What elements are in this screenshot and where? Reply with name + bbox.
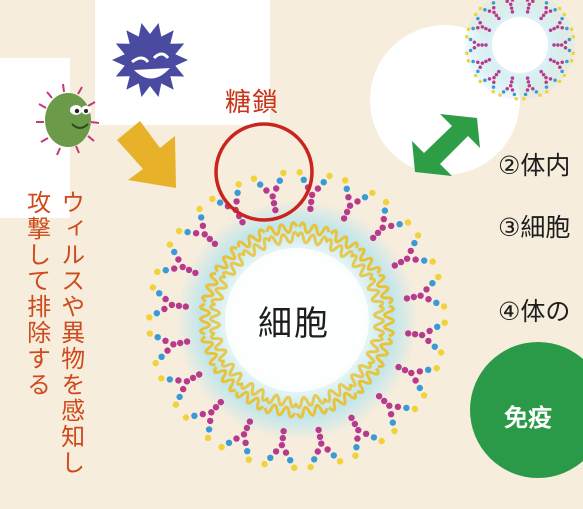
list-item-2: ②体内 [498,151,571,180]
vertical-text-col1: ウィルスや異物を感知し [56,190,85,476]
immune-circle [470,342,583,478]
vertical-text-col2: 攻撃して排除する [22,190,51,398]
list-item-3: ③細胞 [498,213,571,242]
list-item-4: ④体の [498,297,571,326]
small-cell-icon [465,0,576,101]
virus-icon [112,23,188,97]
glycan-highlight-circle [214,122,314,222]
main-cell [146,169,448,471]
glycan-label: 糖鎖 [225,88,280,118]
immune-label: 免疫 [504,404,552,432]
double-arrow-icon [412,114,480,176]
cell-label: 細胞 [258,304,330,344]
bacteria-icon [36,83,100,156]
arrow-down-right-icon [117,121,176,188]
